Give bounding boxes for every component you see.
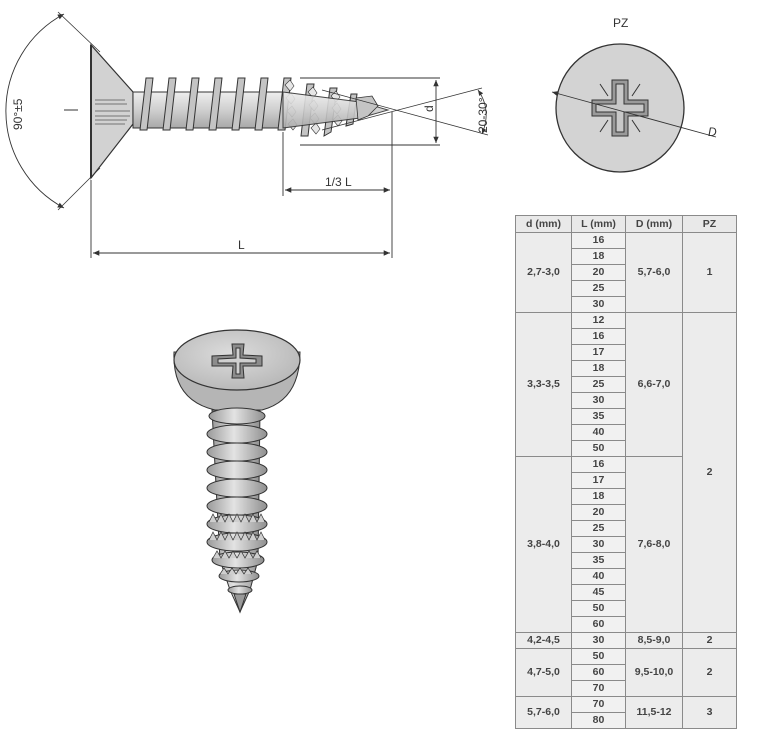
head-view: PZ D (551, 16, 717, 173)
screw-3d-illustration (173, 329, 301, 614)
point-angle-label: 20-30° (476, 97, 490, 133)
cell-length: 25 (571, 280, 626, 297)
serration-teeth (208, 513, 266, 575)
table-row: 70 (516, 680, 737, 697)
cell-d: 4,2-4,5 (515, 632, 572, 649)
cell-pz: 3 (682, 696, 737, 729)
drive-type-label: PZ (613, 16, 628, 30)
screw-head-side (90, 43, 134, 180)
table-row: 17 (516, 472, 737, 489)
diameter-label: d (422, 105, 436, 112)
head-angle-arc (5, 13, 65, 209)
length-dimension (90, 180, 390, 258)
table-row: 35 (516, 552, 737, 569)
header-head-diameter: D (mm) (625, 215, 683, 233)
table-row: 40 (516, 424, 737, 441)
cell-length: 17 (571, 472, 626, 489)
table-header-row: d (mm) L (mm) D (mm) PZ (515, 215, 737, 233)
header-pz: PZ (682, 215, 737, 233)
length-label: L (238, 238, 245, 252)
cell-head-diameter: 11,5-12 (625, 696, 683, 729)
cell-length: 18 (571, 248, 626, 265)
header-d: d (mm) (515, 215, 572, 233)
cell-length: 60 (571, 616, 626, 633)
cell-length: 25 (571, 520, 626, 537)
cell-length: 16 (571, 232, 626, 249)
recess-lines (95, 99, 130, 125)
cell-length: 30 (571, 536, 626, 553)
cell-length: 40 (571, 568, 626, 585)
cell-length: 18 (571, 360, 626, 377)
cell-head-diameter: 9,5-10,0 (625, 648, 683, 697)
cell-pz: 1 (682, 232, 737, 313)
table-row: 20 (516, 264, 737, 281)
table-row: 40 (516, 568, 737, 585)
third-length-dimension (282, 112, 393, 258)
cell-length: 25 (571, 376, 626, 393)
cell-head-diameter: 5,7-6,0 (625, 232, 683, 313)
table-row: 16 (516, 328, 737, 345)
cell-pz: 2 (682, 648, 737, 697)
pozidriv-3d-icon (211, 343, 263, 379)
cell-head-diameter: 8,5-9,0 (625, 632, 683, 649)
cell-length: 30 (571, 296, 626, 313)
cell-d: 2,7-3,0 (515, 232, 572, 313)
cell-length: 20 (571, 504, 626, 521)
third-length-label: 1/3 L (325, 175, 352, 189)
cell-length: 30 (571, 392, 626, 409)
cell-length: 45 (571, 584, 626, 601)
cell-length: 60 (571, 664, 626, 681)
cell-length: 50 (571, 648, 626, 665)
cell-length: 16 (571, 456, 626, 473)
cell-d: 5,7-6,0 (515, 696, 572, 729)
table-row: 60 (516, 616, 737, 633)
cell-length: 20 (571, 264, 626, 281)
cell-length: 70 (571, 696, 626, 713)
table-row: 18 (516, 248, 737, 265)
cell-head-diameter: 6,6-7,0 (625, 312, 683, 457)
cell-length: 50 (571, 440, 626, 457)
cell-length: 35 (571, 408, 626, 425)
table-row: 25 (516, 280, 737, 297)
cell-d: 3,8-4,0 (515, 456, 572, 633)
cell-head-diameter: 7,6-8,0 (625, 456, 683, 633)
head-angle-label: 90°±5 (11, 98, 25, 130)
cell-length: 16 (571, 328, 626, 345)
head-diameter-label: D (708, 125, 717, 139)
table-row: 30 (516, 536, 737, 553)
diameter-dimension (300, 77, 440, 146)
thread-rings (206, 407, 268, 595)
cell-d: 3,3-3,5 (515, 312, 572, 457)
table-row: 60 (516, 664, 737, 681)
cell-length: 40 (571, 424, 626, 441)
table-row: 25 (516, 520, 737, 537)
header-l: L (mm) (571, 215, 626, 233)
cell-length: 17 (571, 344, 626, 361)
cell-length: 35 (571, 552, 626, 569)
cell-length: 50 (571, 600, 626, 617)
cell-length: 18 (571, 488, 626, 505)
table-row: 80 (516, 712, 737, 729)
cell-d: 4,7-5,0 (515, 648, 572, 697)
point-angle-dimension (321, 87, 489, 136)
side-view: d 20-30° 90°±5 1/3 L L (5, 11, 490, 258)
cell-length: 12 (571, 312, 626, 329)
cell-length: 80 (571, 712, 626, 729)
cell-pz: 2 (682, 632, 737, 649)
table-row: 18 (516, 488, 737, 505)
screw-tip (282, 91, 390, 129)
cell-pz: 2 (682, 312, 737, 633)
cell-length: 70 (571, 680, 626, 697)
cell-length: 30 (571, 632, 626, 649)
